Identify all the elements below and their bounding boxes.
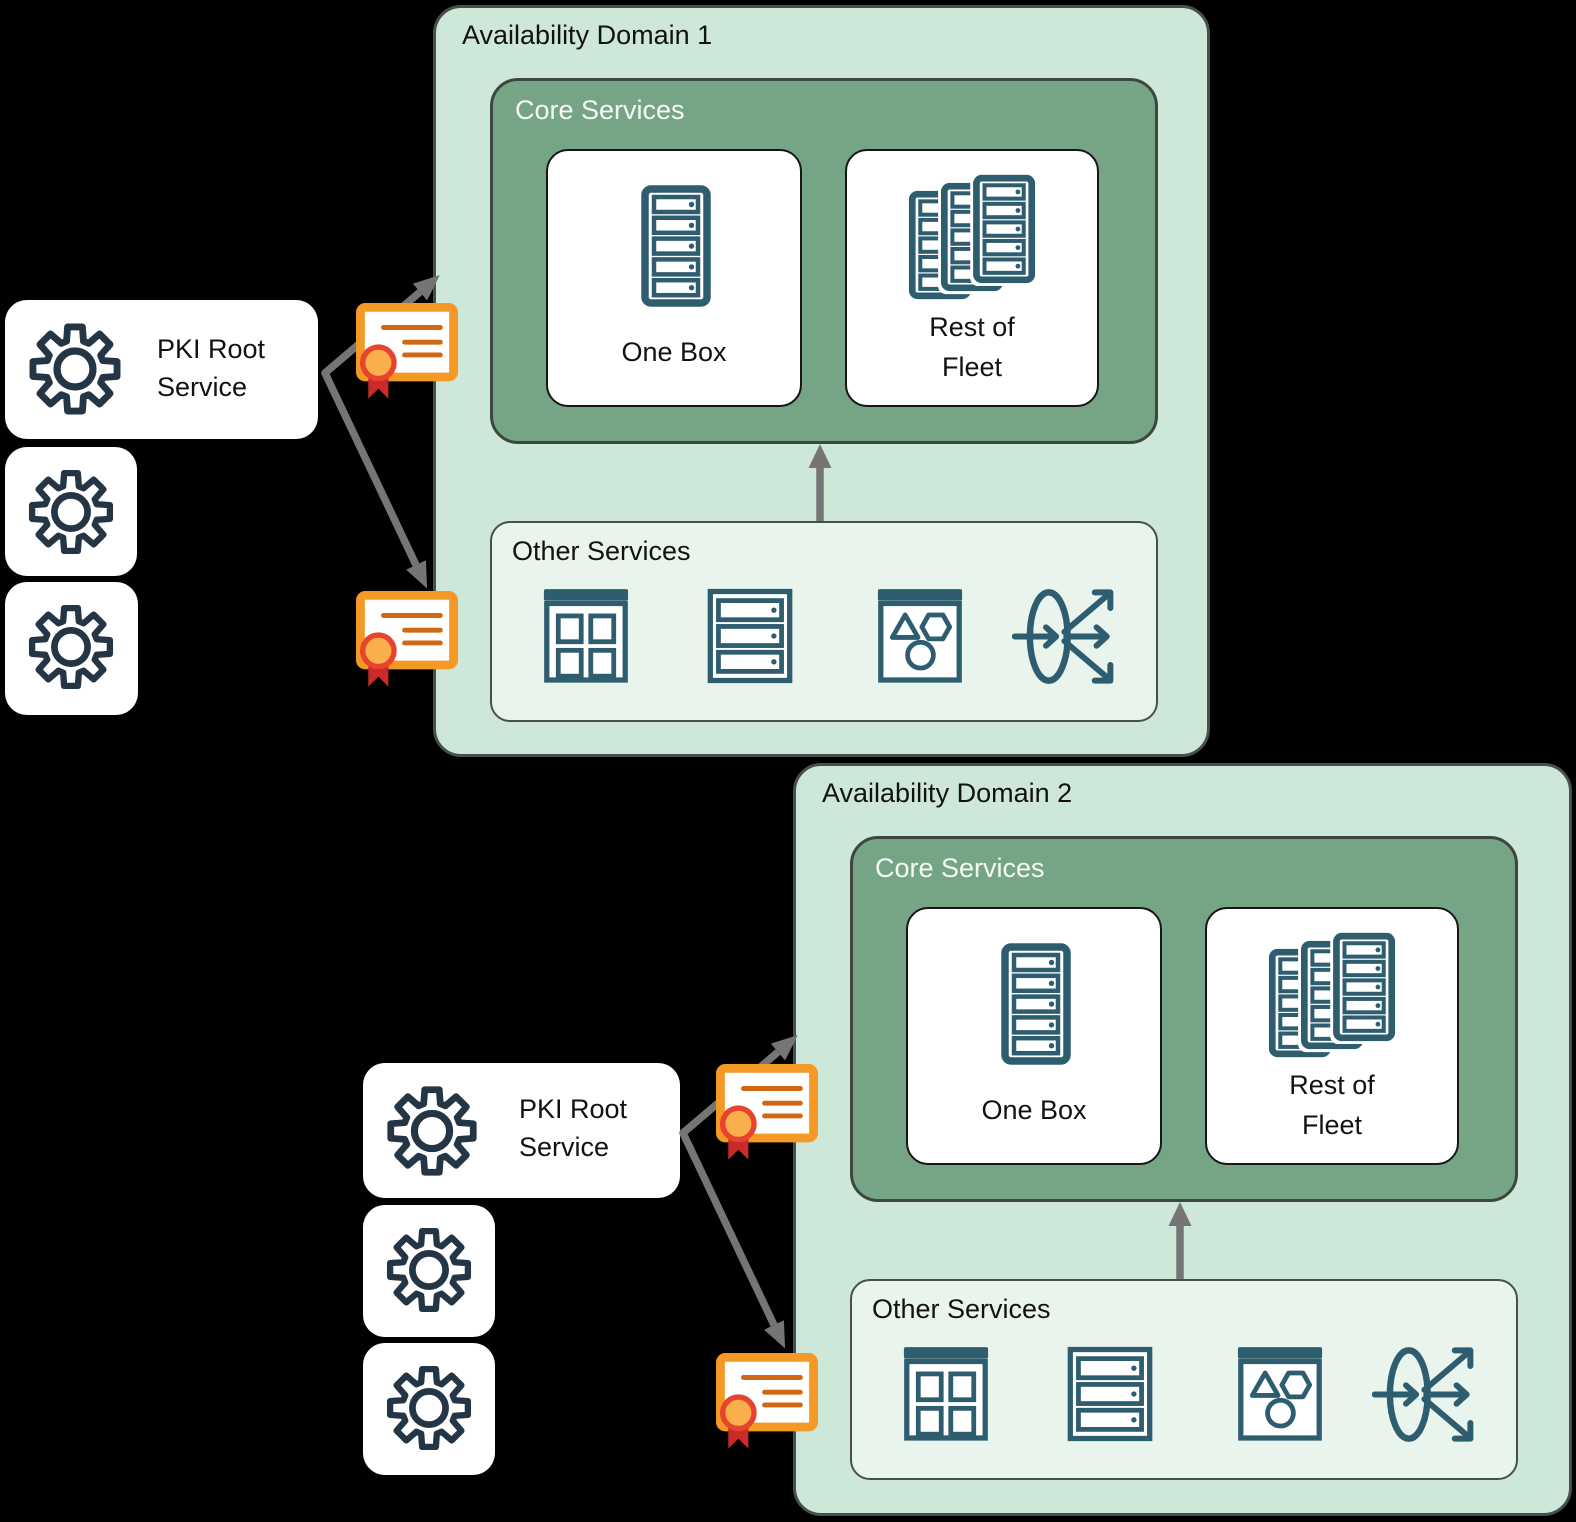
up-arrow-icon (1168, 1202, 1192, 1280)
availability-domain-1: Availability Domain 1 Core Services One … (433, 5, 1210, 757)
gear-icon (380, 1359, 478, 1457)
gear-icon (22, 598, 120, 696)
pki-node-box (5, 447, 137, 576)
gear-icon (380, 1079, 484, 1183)
pki-node-box (5, 582, 138, 715)
core-services-box: Core Services One Box Rest of Fleet (850, 836, 1518, 1202)
server-stack-icon (1066, 1345, 1154, 1443)
server-fleet-icon (906, 171, 1038, 303)
server-stack-icon (706, 587, 794, 685)
certificate-icon (355, 590, 459, 690)
up-arrow-icon (808, 444, 832, 522)
one-box-card: One Box (546, 149, 802, 407)
core-services-box: Core Services One Box Rest of Fleet (490, 78, 1158, 444)
rest-of-fleet-label: Rest of Fleet (929, 312, 1015, 382)
app-window-icon (902, 1345, 990, 1443)
load-balancer-icon (1012, 585, 1126, 688)
gear-icon (380, 1221, 478, 1319)
shapes-box-icon (876, 587, 964, 685)
server-rack-icon (1001, 943, 1071, 1065)
pki-root-service-label: PKI Root Service (157, 334, 266, 402)
other-services-title: Other Services (512, 536, 691, 566)
domain-title: Availability Domain 2 (822, 778, 1073, 808)
server-rack-icon (641, 185, 711, 307)
certificate-icon (355, 302, 459, 402)
domain-title: Availability Domain 1 (462, 20, 713, 50)
pki-node-box (363, 1205, 495, 1337)
one-box-label: One Box (621, 337, 727, 367)
availability-domain-2: Availability Domain 2 Core Services One … (793, 763, 1572, 1516)
one-box-label: One Box (981, 1095, 1087, 1125)
rest-of-fleet-card: Rest of Fleet (1205, 907, 1459, 1165)
shapes-box-icon (1236, 1345, 1324, 1443)
pki-root-service-label: PKI Root Service (519, 1094, 628, 1162)
core-services-title: Core Services (515, 95, 685, 125)
rest-of-fleet-card: Rest of Fleet (845, 149, 1099, 407)
certificate-icon (715, 1352, 819, 1452)
one-box-card: One Box (906, 907, 1162, 1165)
other-services-title: Other Services (872, 1294, 1051, 1324)
app-window-icon (542, 587, 630, 685)
gear-icon (22, 316, 128, 422)
other-services-box: Other Services (490, 521, 1158, 722)
server-fleet-icon (1266, 929, 1398, 1061)
gear-icon (22, 463, 120, 561)
other-services-box: Other Services (850, 1279, 1518, 1480)
load-balancer-icon (1372, 1343, 1486, 1446)
pki-root-service-box: PKI Root Service (363, 1063, 680, 1198)
pki-node-box (363, 1343, 495, 1475)
pki-root-service-box: PKI Root Service (5, 300, 318, 439)
certificate-icon (715, 1063, 819, 1163)
rest-of-fleet-label: Rest of Fleet (1289, 1070, 1375, 1140)
core-services-title: Core Services (875, 853, 1045, 883)
